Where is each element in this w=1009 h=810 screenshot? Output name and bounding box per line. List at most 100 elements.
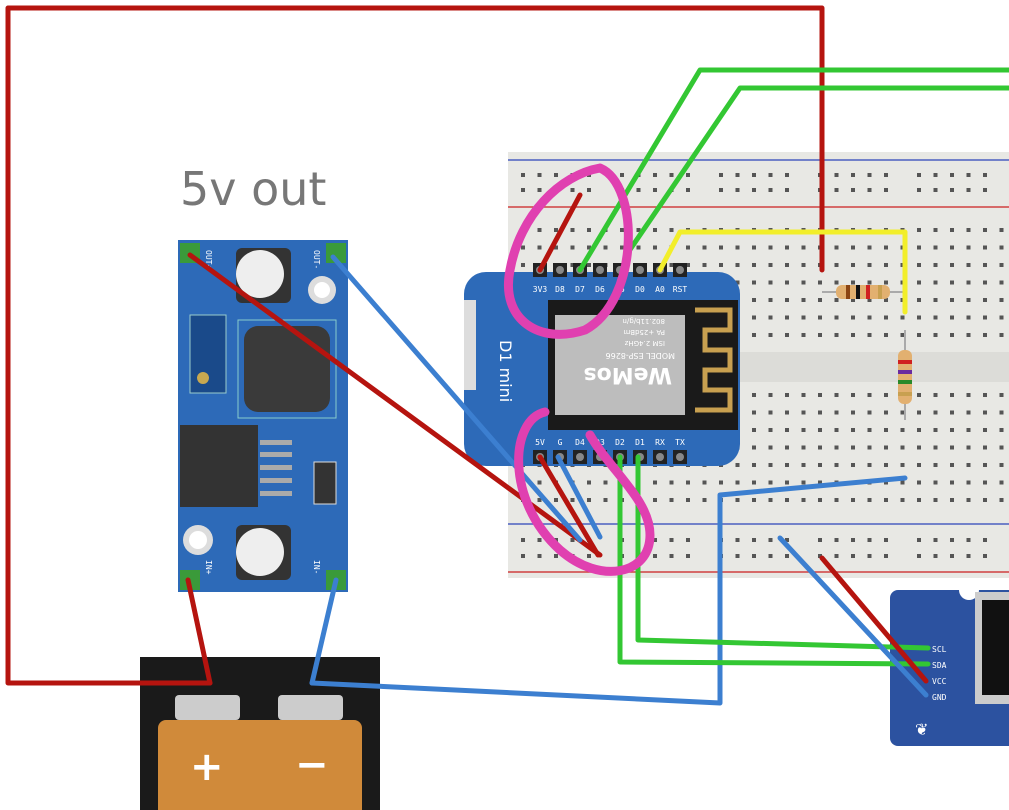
breadboard-hole	[570, 228, 575, 232]
breadboard-hole	[570, 188, 575, 192]
breadboard-hole	[867, 173, 872, 177]
breadboard-hole	[966, 245, 971, 250]
breadboard-hole	[867, 554, 872, 558]
breadboard-hole	[587, 498, 591, 502]
breadboard-hole	[834, 538, 839, 542]
breadboard-hole	[785, 538, 789, 542]
breadboard-hole	[653, 554, 657, 558]
breadboard-hole	[917, 445, 921, 450]
breadboard-hole	[686, 245, 690, 250]
breadboard-hole	[785, 554, 789, 558]
breadboard-hole	[966, 228, 971, 232]
breadboard-hole	[851, 315, 855, 320]
oled-display: SCL SDA VCC GND ❦	[890, 580, 1009, 746]
oled-pin-vcc: VCC	[932, 677, 947, 686]
breadboard-hole	[867, 410, 872, 415]
breadboard-hole	[917, 410, 921, 415]
breadboard-hole	[686, 554, 690, 558]
breadboard-hole	[752, 245, 756, 250]
breadboard-hole	[521, 245, 525, 250]
breadboard-hole	[851, 280, 855, 285]
breadboard-hole	[983, 480, 987, 485]
breadboard-hole	[884, 245, 888, 250]
breadboard-hole	[801, 480, 806, 485]
breadboard-hole	[999, 245, 1004, 250]
breadboard-hole	[917, 280, 921, 285]
breadboard-hole	[917, 480, 921, 485]
breadboard-hole	[917, 188, 921, 192]
breadboard-hole	[752, 480, 756, 485]
breadboard-hole	[818, 498, 822, 502]
breadboard-hole	[801, 315, 806, 320]
oled-logo-icon: ❦	[915, 720, 928, 739]
breadboard-hole	[966, 554, 971, 558]
breadboard-hole	[834, 245, 839, 250]
breadboard-hole	[999, 393, 1004, 397]
breadboard-hole	[735, 538, 740, 542]
breadboard-hole	[735, 263, 740, 267]
breadboard-hole	[702, 245, 707, 250]
breadboard-hole	[570, 245, 575, 250]
wire-d6	[622, 85, 1009, 260]
breadboard-hole	[884, 333, 888, 337]
wire-red-loop	[5, 5, 825, 686]
breadboard-hole	[983, 498, 987, 502]
breadboard-hole	[735, 245, 740, 250]
breadboard-hole	[818, 315, 822, 320]
breadboard-hole	[917, 228, 921, 232]
highlight-marks	[504, 163, 655, 576]
breadboard-hole	[983, 538, 987, 542]
breadboard-hole	[983, 173, 987, 177]
breadboard-hole	[686, 538, 690, 542]
breadboard-hole	[554, 554, 558, 558]
breadboard-hole	[752, 410, 756, 415]
breadboard-hole	[851, 263, 855, 267]
breadboard-hole	[851, 538, 855, 542]
breadboard-hole	[884, 445, 888, 450]
breadboard-hole	[653, 538, 657, 542]
breadboard-hole	[900, 480, 905, 485]
breadboard-hole	[867, 463, 872, 467]
breadboard-hole	[752, 498, 756, 502]
wire-oled-vcc	[819, 555, 929, 684]
breadboard-hole	[999, 428, 1004, 432]
top-pin-label: 3V3	[533, 285, 548, 294]
breadboard-hole	[735, 480, 740, 485]
breadboard-hole	[752, 315, 756, 320]
breadboard-hole	[933, 428, 938, 432]
buck-converter: OUT+ OUT- IN+ IN-	[178, 240, 348, 592]
board-title: D1 mini	[496, 340, 515, 402]
breadboard-hole	[917, 463, 921, 467]
breadboard-hole	[801, 463, 806, 467]
breadboard-hole	[966, 428, 971, 432]
breadboard-hole	[785, 188, 789, 192]
breadboard-hole	[884, 498, 888, 502]
breadboard-hole	[884, 315, 888, 320]
breadboard-hole	[983, 298, 987, 302]
module-ism: ISM 2.4GHz	[624, 339, 665, 347]
breadboard-hole	[917, 498, 921, 502]
breadboard-hole	[933, 393, 938, 397]
breadboard-hole	[851, 410, 855, 415]
breadboard-hole	[966, 298, 971, 302]
breadboard-hole	[818, 480, 822, 485]
top-pin-hole	[596, 266, 604, 274]
breadboard-hole	[867, 280, 872, 285]
breadboard-hole	[587, 263, 591, 267]
breadboard-hole	[983, 463, 987, 467]
breadboard-hole	[851, 463, 855, 467]
bottom-pin-label: 5V	[535, 438, 545, 447]
breadboard-hole	[554, 498, 558, 502]
breadboard-hole	[768, 280, 773, 285]
breadboard-hole	[933, 463, 938, 467]
annotation-5v-out: 5v out	[180, 162, 326, 216]
breadboard-hole	[950, 280, 954, 285]
breadboard-hole	[884, 298, 888, 302]
breadboard-hole	[950, 410, 954, 415]
breadboard-hole	[801, 245, 806, 250]
breadboard-hole	[884, 280, 888, 285]
breadboard-hole	[950, 445, 954, 450]
breadboard-hole	[950, 173, 954, 177]
breadboard-hole	[950, 298, 954, 302]
breadboard-hole	[966, 188, 971, 192]
